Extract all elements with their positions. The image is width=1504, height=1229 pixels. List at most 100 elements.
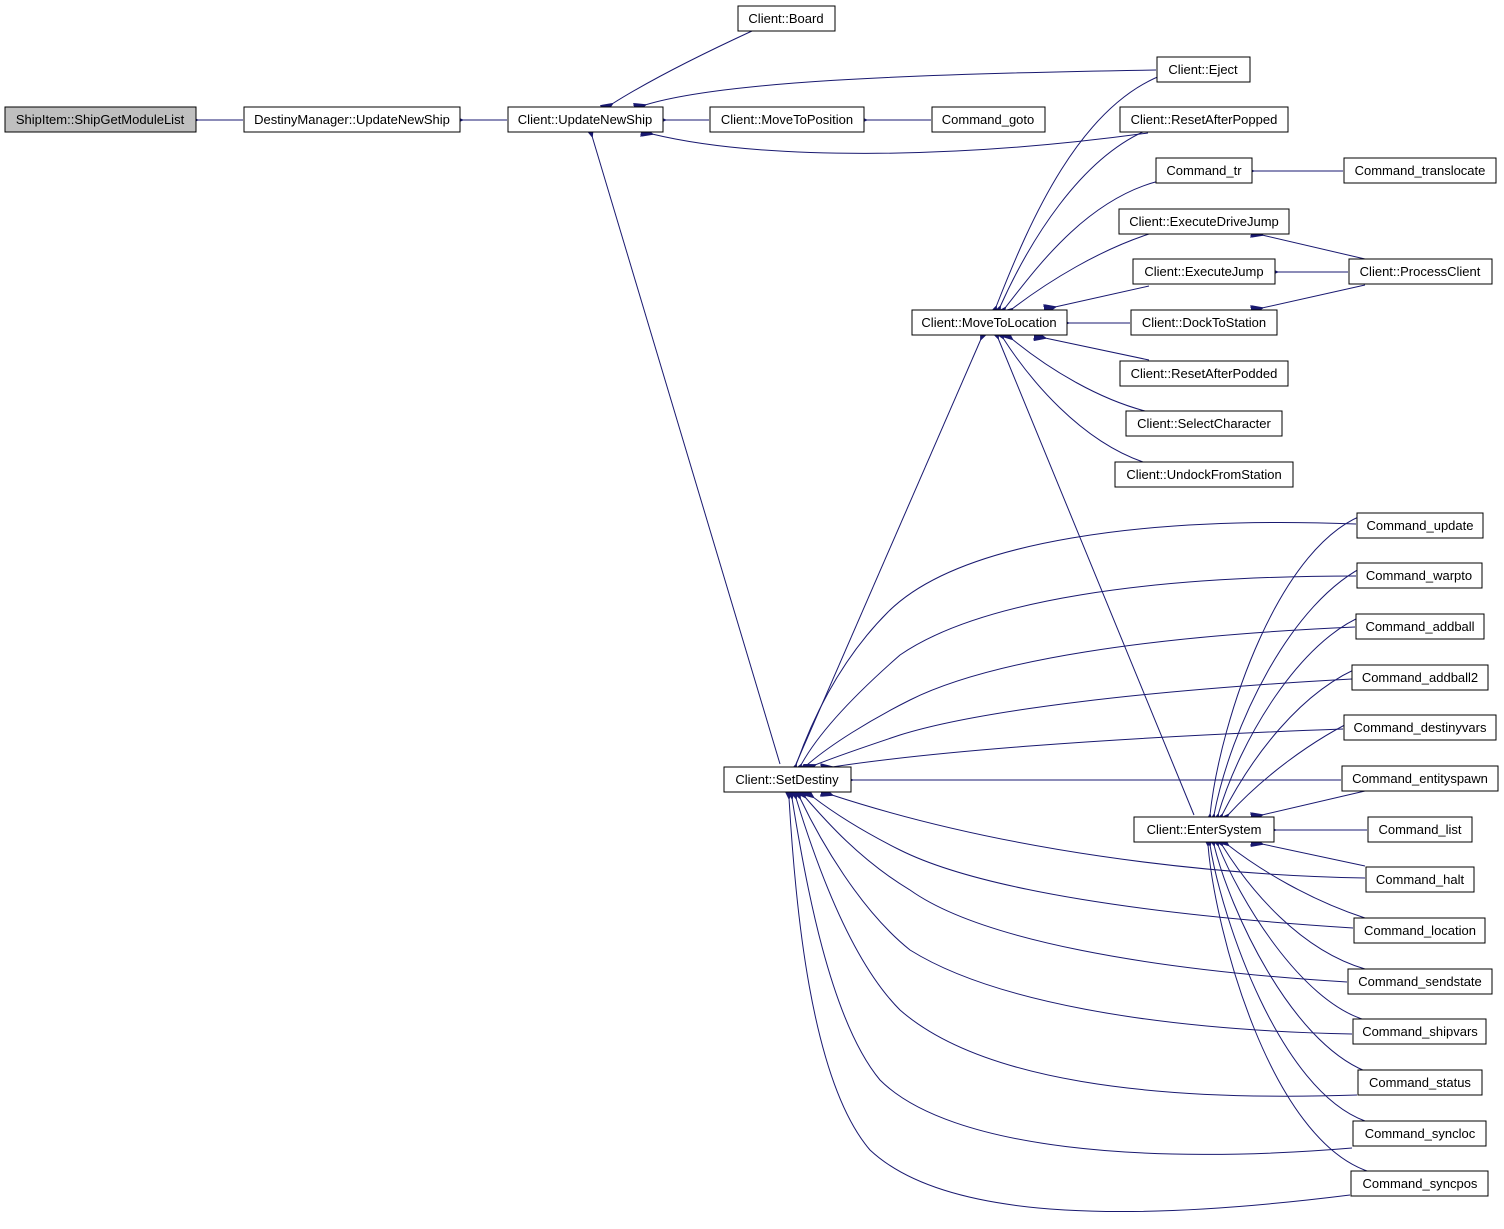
edge-tr-to-movetolocation bbox=[1005, 180, 1160, 308]
node-command-addball2[interactable]: Command_addball2 bbox=[1351, 664, 1489, 691]
node-box bbox=[1155, 157, 1253, 184]
node-box bbox=[1357, 1069, 1483, 1096]
node-box bbox=[1352, 1018, 1487, 1045]
node-label: Command_destinyvars bbox=[1354, 720, 1487, 735]
node-client-setdestiny[interactable]: Client::SetDestiny bbox=[723, 766, 852, 793]
node-box bbox=[1119, 106, 1289, 133]
node-box bbox=[1347, 968, 1493, 995]
node-client-entersystem[interactable]: Client::EnterSystem bbox=[1133, 816, 1275, 843]
node-command-shipvars[interactable]: Command_shipvars bbox=[1352, 1018, 1487, 1045]
node-label: Command_syncloc bbox=[1365, 1126, 1476, 1141]
node-command-sendstate[interactable]: Command_sendstate bbox=[1347, 968, 1493, 995]
node-command-addball[interactable]: Command_addball bbox=[1355, 613, 1485, 640]
node-box bbox=[723, 766, 852, 793]
node-label: Client::EnterSystem bbox=[1147, 822, 1262, 837]
edge-syncloc-to-setdestiny bbox=[792, 798, 1353, 1155]
node-label: Client::UndockFromStation bbox=[1126, 467, 1281, 482]
edge-executejump-to-movetolocation bbox=[1055, 285, 1150, 307]
node-client-executedrivejump[interactable]: Client::ExecuteDriveJump bbox=[1118, 208, 1290, 235]
edge-status-to-setdestiny bbox=[796, 798, 1358, 1097]
edge-eject-to-movetolocation bbox=[996, 73, 1166, 307]
node-label: Client::DockToStation bbox=[1142, 315, 1266, 330]
node-box bbox=[1355, 613, 1485, 640]
node-command-warpto[interactable]: Command_warpto bbox=[1356, 562, 1483, 589]
edge-syncloc-to-entersystem bbox=[1210, 845, 1366, 1122]
edge-addball2-to-setdestiny bbox=[815, 678, 1353, 765]
node-label: Command_addball bbox=[1365, 619, 1474, 634]
node-label: Command_shipvars bbox=[1362, 1024, 1478, 1039]
node-command-tr[interactable]: Command_tr bbox=[1155, 157, 1253, 184]
node-destinymanager-updatenewship[interactable]: DestinyManager::UpdateNewShip bbox=[243, 106, 461, 133]
edge-destinyvars-to-setdestiny bbox=[832, 728, 1344, 767]
edge-entityspawn-to-entersystem bbox=[1262, 790, 1366, 815]
node-command-destinyvars[interactable]: Command_destinyvars bbox=[1343, 714, 1497, 741]
node-label: Command_update bbox=[1367, 518, 1474, 533]
node-label: Client::ExecuteDriveJump bbox=[1129, 214, 1279, 229]
node-box bbox=[1367, 816, 1473, 843]
node-label: Command_status bbox=[1369, 1075, 1471, 1090]
node-command-list[interactable]: Command_list bbox=[1367, 816, 1473, 843]
node-label: Client::ResetAfterPopped bbox=[1131, 112, 1278, 127]
edge-shipvars-to-entersystem bbox=[1218, 845, 1366, 1021]
node-label: Client::ProcessClient bbox=[1360, 264, 1481, 279]
node-client-docktostation[interactable]: Client::DockToStation bbox=[1130, 309, 1278, 336]
edge-syncpos-to-setdestiny bbox=[789, 798, 1351, 1213]
node-box bbox=[931, 106, 1046, 133]
node-client-executejump[interactable]: Client::ExecuteJump bbox=[1132, 258, 1276, 285]
edge-board-to-clientupdate bbox=[612, 30, 753, 104]
node-label: Client::MoveToPosition bbox=[721, 112, 853, 127]
edge-shipvars-to-setdestiny bbox=[800, 798, 1353, 1035]
node-box bbox=[1132, 258, 1276, 285]
node-client-movetoposition[interactable]: Client::MoveToPosition bbox=[709, 106, 865, 133]
node-box bbox=[1343, 714, 1497, 741]
node-command-syncpos[interactable]: Command_syncpos bbox=[1350, 1170, 1489, 1197]
node-label: Command_goto bbox=[942, 112, 1035, 127]
node-box bbox=[1348, 258, 1493, 285]
node-client-processclient[interactable]: Client::ProcessClient bbox=[1348, 258, 1493, 285]
edge-eject-to-clientupdate bbox=[645, 69, 1157, 105]
edge-processclient-to-docktostation bbox=[1262, 284, 1366, 308]
node-box bbox=[911, 309, 1068, 336]
edge-resetafterpodded-to-movetolocation bbox=[1045, 338, 1150, 361]
node-box bbox=[1353, 917, 1486, 944]
edge-halt-to-setdestiny bbox=[832, 795, 1366, 879]
node-command-translocate[interactable]: Command_translocate bbox=[1343, 157, 1497, 184]
edge-processclient-to-executedrivejump bbox=[1262, 235, 1366, 260]
node-client-undockfromstation[interactable]: Client::UndockFromStation bbox=[1114, 461, 1294, 488]
node-client-resetafterpopped[interactable]: Client::ResetAfterPopped bbox=[1119, 106, 1289, 133]
node-label: Command_warpto bbox=[1366, 568, 1472, 583]
node-command-goto[interactable]: Command_goto bbox=[931, 106, 1046, 133]
edge-location-to-entersystem bbox=[1228, 845, 1366, 919]
node-label: Command_halt bbox=[1376, 872, 1465, 887]
node-command-update[interactable]: Command_update bbox=[1356, 512, 1484, 539]
node-label: Client::Eject bbox=[1168, 62, 1238, 77]
node-label: Command_tr bbox=[1166, 163, 1242, 178]
edge-warpto-to-entersystem bbox=[1214, 563, 1370, 815]
node-client-selectcharacter[interactable]: Client::SelectCharacter bbox=[1125, 410, 1283, 437]
node-box bbox=[1356, 512, 1484, 539]
node-command-status[interactable]: Command_status bbox=[1357, 1069, 1483, 1096]
node-client-eject[interactable]: Client::Eject bbox=[1156, 56, 1251, 83]
edge-setdestiny-to-clientupdate bbox=[592, 136, 781, 765]
node-shipitem-shipgetmodulelist[interactable]: ShipItem::ShipGetModuleList bbox=[4, 106, 197, 133]
node-client-resetafterpodded[interactable]: Client::ResetAfterPodded bbox=[1119, 360, 1289, 387]
node-client-board[interactable]: Client::Board bbox=[737, 5, 836, 32]
node-label: Client::Board bbox=[748, 11, 823, 26]
node-label: DestinyManager::UpdateNewShip bbox=[254, 112, 450, 127]
node-box bbox=[1350, 1170, 1489, 1197]
node-client-updatenewship[interactable]: Client::UpdateNewShip bbox=[507, 106, 664, 133]
node-label: Command_location bbox=[1364, 923, 1476, 938]
node-label: Command_list bbox=[1378, 822, 1461, 837]
node-command-location[interactable]: Command_location bbox=[1353, 917, 1486, 944]
edge-resetafterpopped-to-clientupdate bbox=[652, 133, 1149, 154]
node-command-entityspawn[interactable]: Command_entityspawn bbox=[1341, 765, 1499, 792]
edge-location-to-setdestiny bbox=[813, 797, 1354, 929]
node-box bbox=[1133, 816, 1275, 843]
edge-warpto-to-setdestiny bbox=[801, 575, 1357, 765]
node-command-syncloc[interactable]: Command_syncloc bbox=[1352, 1120, 1487, 1147]
node-command-halt[interactable]: Command_halt bbox=[1365, 866, 1475, 893]
node-label: Client::SetDestiny bbox=[735, 772, 839, 787]
node-client-movetolocation[interactable]: Client::MoveToLocation bbox=[911, 309, 1068, 336]
node-label: Command_addball2 bbox=[1362, 670, 1478, 685]
edge-addball-to-setdestiny bbox=[807, 626, 1356, 765]
